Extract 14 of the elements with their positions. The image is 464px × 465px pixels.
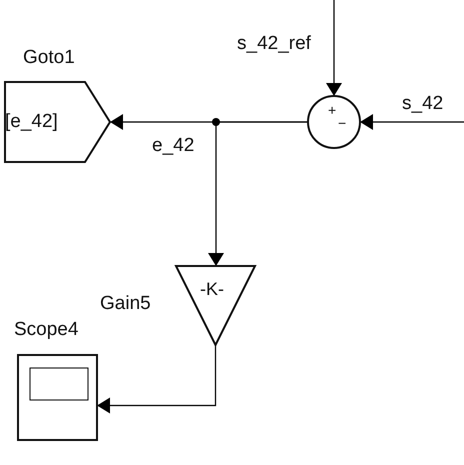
signal-arrow [97, 345, 216, 414]
signal-label: s_42 [402, 94, 444, 113]
block-name: Gain5 [100, 294, 151, 313]
tag-label: [e_42] [5, 112, 58, 131]
signal-label: s_42_ref [237, 34, 311, 53]
block-name: Goto1 [23, 48, 75, 67]
block-name: Scope4 [14, 320, 78, 339]
minus-sign: − [338, 116, 346, 130]
signal-arrow [208, 121, 308, 266]
signal-arrow [360, 114, 464, 130]
plus-sign: + [328, 103, 336, 117]
signal-arrow [326, 0, 342, 96]
signal-label: e_42 [152, 136, 194, 155]
gain-label: -K- [200, 280, 224, 298]
